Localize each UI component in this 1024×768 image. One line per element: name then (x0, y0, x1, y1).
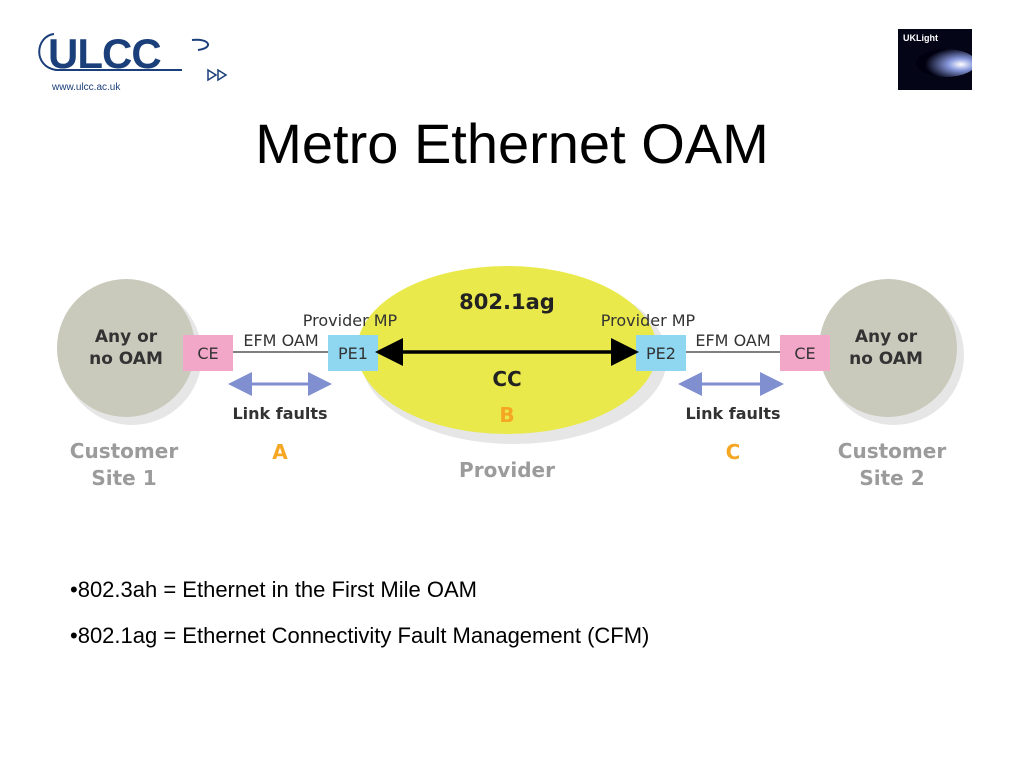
link-faults-label-left: Link faults (232, 404, 327, 423)
slide-title: Metro Ethernet OAM (255, 112, 769, 175)
provider-caption: Provider (459, 458, 555, 482)
bullet-item: •802.1ag = Ethernet Connectivity Fault M… (70, 623, 650, 648)
site2-caption-line1: Customer (838, 439, 947, 463)
logo-swoosh (38, 33, 182, 71)
ulcc-logo: ULCC www.ulcc.ac.uk (38, 30, 228, 93)
ce-label-left: CE (197, 344, 218, 363)
site2-caption-line2: Site 2 (859, 466, 924, 490)
cc-label: CC (492, 367, 521, 391)
badge-label: UKLight (903, 33, 938, 43)
segment-c-label: C (726, 440, 741, 464)
pe2-box (636, 335, 686, 371)
segment-a-label: A (272, 440, 288, 464)
provider-mp-label-left: Provider MP (303, 311, 398, 330)
pe1-label: PE1 (338, 344, 368, 363)
oam-diagram: 802.1ag CC B Provider Any or no OAM Cust… (57, 266, 964, 490)
ce-label-right: CE (794, 344, 815, 363)
site1-line1: Any or (95, 327, 158, 347)
pe2-label: PE2 (646, 344, 676, 363)
segment-b-label: B (499, 403, 514, 427)
site2-line1: Any or (855, 327, 918, 347)
site1-caption-line2: Site 1 (91, 466, 156, 490)
light-beam-icon (916, 49, 972, 77)
provider-protocol-label: 802.1ag (459, 290, 555, 314)
link-faults-label-right: Link faults (685, 404, 780, 423)
site1-line2: no OAM (89, 349, 163, 369)
customer-site-1 (57, 279, 195, 417)
site1-caption-line1: Customer (70, 439, 179, 463)
logo-cable (191, 38, 209, 51)
bullet-item: •802.3ah = Ethernet in the First Mile OA… (70, 577, 477, 602)
logo-arrowheads (207, 68, 228, 82)
logo-wordmark: ULCC (48, 30, 161, 77)
site2-line2: no OAM (849, 349, 923, 369)
efm-oam-label-right: EFM OAM (695, 331, 770, 350)
uklight-badge: UKLight (898, 29, 972, 90)
ce-box-right (780, 335, 830, 371)
customer-site-2 (819, 279, 957, 417)
provider-mp-label-right: Provider MP (601, 311, 696, 330)
pe1-box (328, 335, 378, 371)
bullet-list: •802.3ah = Ethernet in the First Mile OA… (70, 578, 970, 670)
efm-oam-label-left: EFM OAM (243, 331, 318, 350)
ce-box-left (183, 335, 233, 371)
logo-url: www.ulcc.ac.uk (51, 82, 121, 93)
